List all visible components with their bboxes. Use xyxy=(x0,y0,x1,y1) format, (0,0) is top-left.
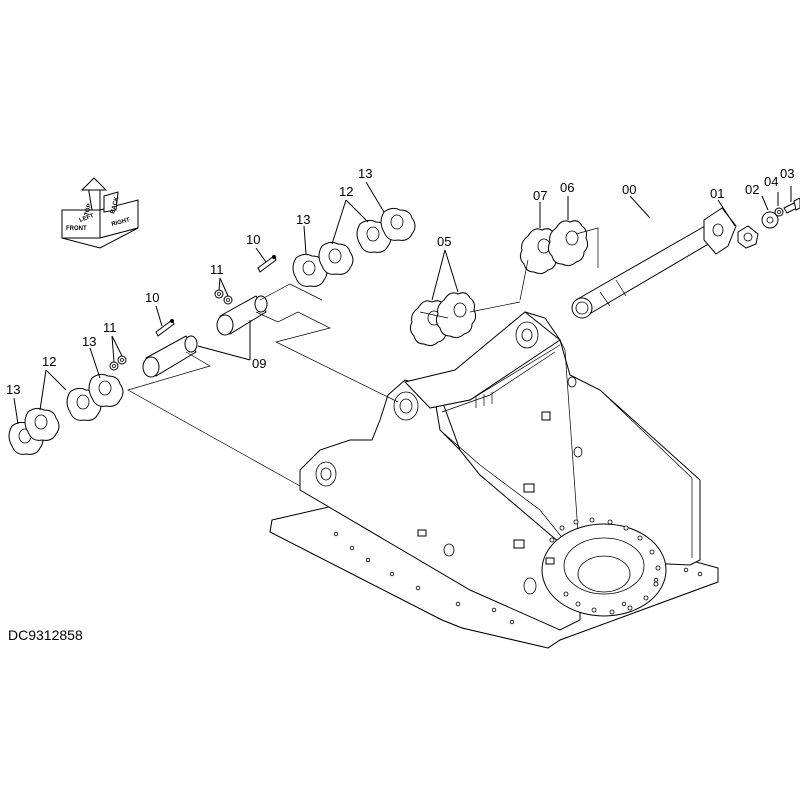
lower-pin xyxy=(142,335,198,378)
front-label: FRONT xyxy=(66,226,87,232)
lower-shims xyxy=(8,373,124,455)
callout-13-top: 13 xyxy=(358,166,372,181)
back-label: BACK xyxy=(110,196,120,215)
lock-plate xyxy=(737,225,759,249)
callout-13-mid-lower: 13 xyxy=(82,334,96,349)
callout-10-upper: 10 xyxy=(246,232,260,247)
callout-01: 01 xyxy=(710,186,724,201)
shim-06 xyxy=(547,220,589,267)
callout-03: 03 xyxy=(780,166,794,181)
bolt xyxy=(783,197,800,214)
leader-lines xyxy=(13,181,792,425)
orientation-arrows-icon: FRONT RIGHT TOP LEFT BACK xyxy=(61,177,139,249)
boom-foot-pin xyxy=(571,207,737,319)
callout-labels: 00 01 02 03 04 05 06 07 09 10 10 11 11 1… xyxy=(6,166,794,397)
callout-13-bottom: 13 xyxy=(6,382,20,397)
callout-00: 00 xyxy=(622,182,636,197)
assembly-lines xyxy=(127,227,599,487)
lower-grease-fitting xyxy=(155,319,175,337)
callout-10-lower: 10 xyxy=(145,290,159,305)
callout-11-lower: 11 xyxy=(103,320,117,335)
callout-02: 02 xyxy=(745,182,759,197)
callout-13-mid-upper: 13 xyxy=(296,212,310,227)
diagram-code: DC9312858 xyxy=(8,627,83,643)
callout-11-upper: 11 xyxy=(210,262,224,277)
upper-grease-fitting xyxy=(257,255,277,273)
spring-washer xyxy=(774,207,784,217)
callout-06: 06 xyxy=(560,180,574,195)
upper-nuts xyxy=(214,289,233,305)
upper-pin xyxy=(216,295,268,336)
swing-bolt-holes xyxy=(549,517,661,615)
callout-09: 09 xyxy=(252,356,266,371)
upper-shims xyxy=(292,207,416,287)
callout-04: 04 xyxy=(764,174,778,189)
main-frame xyxy=(269,311,719,649)
callout-05: 05 xyxy=(437,234,451,249)
top-label: TOP xyxy=(84,203,93,216)
callout-07: 07 xyxy=(533,188,547,203)
shim-pair-05 xyxy=(409,292,477,347)
callout-12-upper: 12 xyxy=(339,184,353,199)
washer xyxy=(761,211,779,229)
right-label: RIGHT xyxy=(111,217,131,228)
lower-nuts xyxy=(109,355,127,371)
left-label: LEFT xyxy=(79,213,95,224)
callout-12-lower: 12 xyxy=(42,354,56,369)
